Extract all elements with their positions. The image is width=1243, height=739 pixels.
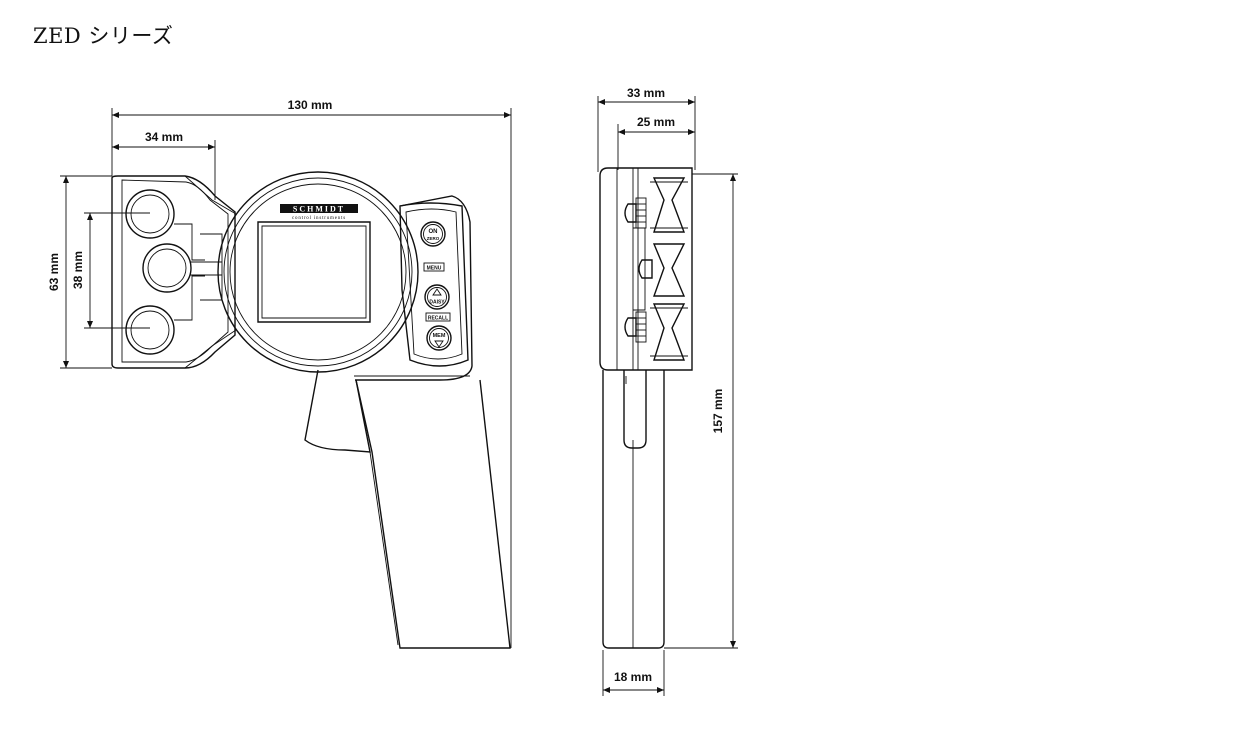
handle	[355, 379, 511, 649]
roller-bottom	[125, 305, 175, 355]
side-head	[599, 167, 693, 371]
roller-bracket	[111, 175, 236, 369]
side-handle	[602, 370, 665, 649]
roller-middle	[142, 243, 192, 293]
trigger	[304, 369, 371, 453]
svg-text:ZERO: ZERO	[427, 236, 440, 241]
side-roller-middle	[652, 243, 686, 297]
roller-top	[125, 189, 175, 239]
svg-text:SCHMIDT: SCHMIDT	[293, 205, 345, 214]
svg-text:MEM: MEM	[433, 333, 446, 339]
side-knob-middle	[638, 259, 653, 279]
daisy-button[interactable]: DAISY	[424, 284, 450, 310]
svg-text:RECALL: RECALL	[428, 316, 448, 322]
dial-outer	[217, 171, 419, 373]
dim-total-height: 157 mm	[711, 389, 725, 434]
housing-body	[355, 195, 473, 381]
side-roller-bottom	[650, 303, 688, 361]
dim-total-width: 130 mm	[288, 98, 333, 112]
dim-handle-width: 18 mm	[614, 670, 652, 684]
front-view: SCHMIDT control instruments ON ZERO MENU…	[111, 171, 511, 649]
side-trigger	[623, 370, 647, 449]
svg-text:DAISY: DAISY	[429, 300, 445, 306]
side-dimensions: 33 mm 25 mm 157 mm 18 mm	[597, 86, 738, 696]
dim-side-inner-depth: 25 mm	[637, 115, 675, 129]
side-knob-bottom	[624, 311, 647, 343]
schmidt-logo: SCHMIDT control instruments	[280, 204, 358, 221]
dim-roller-spacing: 38 mm	[71, 251, 85, 289]
side-knob-top	[624, 197, 647, 229]
side-view	[599, 167, 693, 649]
on-zero-button[interactable]: ON ZERO	[420, 221, 446, 247]
dim-side-depth: 33 mm	[627, 86, 665, 100]
front-dimensions: 130 mm 34 mm 63 mm 38 mm	[47, 98, 512, 648]
side-roller-top	[650, 177, 688, 233]
mem-button[interactable]: MEM	[426, 325, 452, 351]
recall-label: RECALL	[425, 312, 451, 322]
menu-label: MENU	[423, 262, 445, 272]
dim-head-height: 63 mm	[47, 253, 61, 291]
svg-text:control instruments: control instruments	[292, 216, 346, 221]
svg-text:ON: ON	[429, 229, 438, 235]
button-panel	[399, 202, 469, 367]
page-title: ZED シリーズ	[33, 24, 174, 48]
dim-head-offset: 34 mm	[145, 130, 183, 144]
svg-text:MENU: MENU	[427, 266, 442, 272]
lcd-display	[257, 221, 371, 323]
